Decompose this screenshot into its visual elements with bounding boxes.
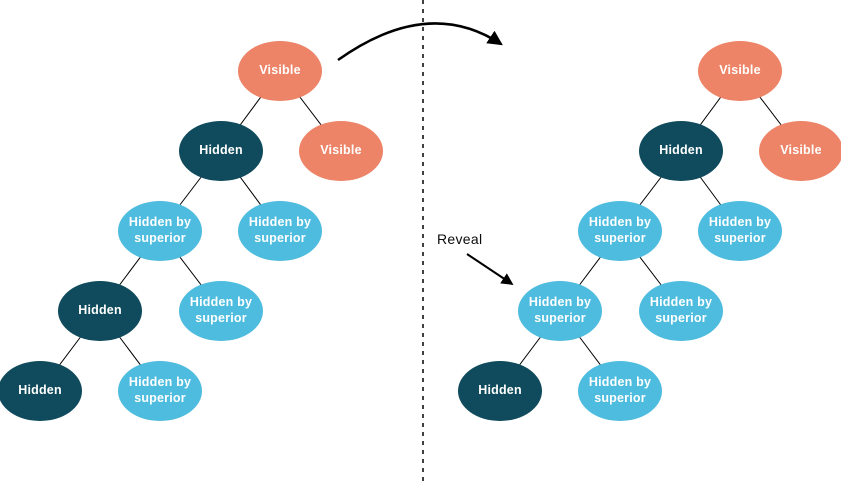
tree-edge <box>680 70 741 152</box>
tree-edge <box>680 150 741 232</box>
tree-edge <box>159 230 222 312</box>
tree-edge <box>99 310 161 392</box>
tree-edge <box>99 230 161 312</box>
tree-edge <box>159 150 222 232</box>
tree-edge <box>39 310 101 392</box>
reveal-arrow-icon <box>466 253 514 285</box>
tree-edge <box>559 230 621 312</box>
tree-edge <box>619 150 682 232</box>
tree-edge <box>220 150 281 232</box>
tree-edge <box>279 70 342 152</box>
tree-edge <box>220 70 281 152</box>
tree-edge <box>559 310 621 392</box>
tree-edge <box>499 310 561 392</box>
reveal-label: Reveal <box>437 231 483 247</box>
tree-edge <box>739 70 802 152</box>
tree-edges <box>39 70 802 392</box>
tree-edge <box>619 230 682 312</box>
transition-arrow-icon <box>337 22 503 62</box>
